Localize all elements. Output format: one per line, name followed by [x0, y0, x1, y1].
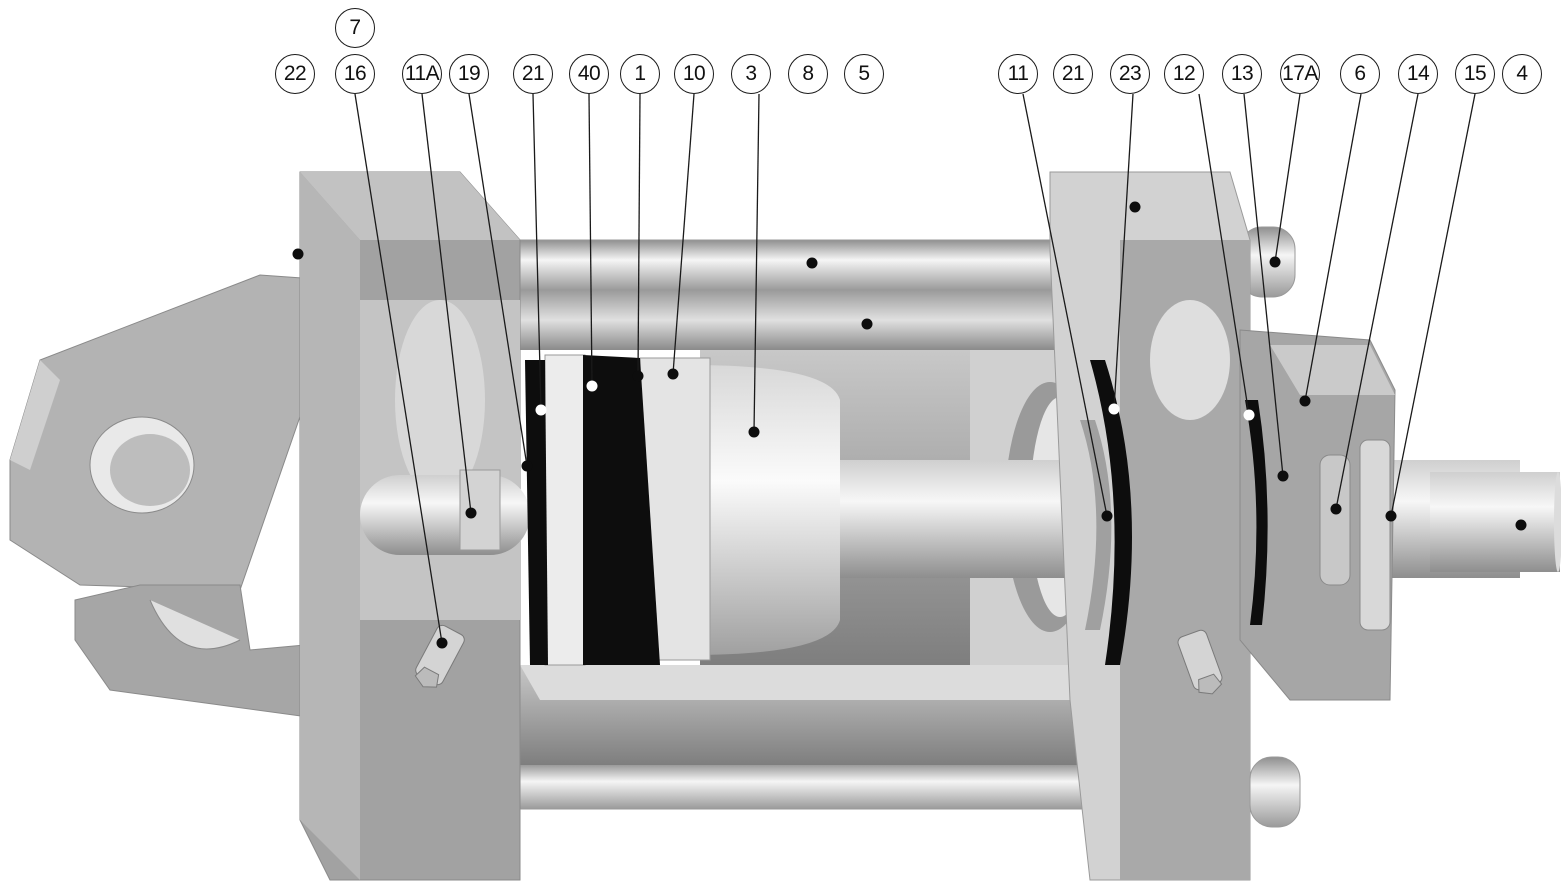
callout-11: 11: [998, 54, 1038, 94]
callout-14: 14: [1398, 54, 1438, 94]
tie-rod-upper: [469, 226, 1296, 298]
callout-17a: 17A: [1280, 54, 1320, 94]
piston: [525, 354, 840, 666]
callout-15: 15: [1455, 54, 1495, 94]
callout-3: 3: [731, 54, 771, 94]
marker-dots: [292, 201, 1527, 649]
gland: [1239, 329, 1396, 828]
callout-7: 7: [335, 8, 375, 48]
tie-rod-lower: [479, 762, 1101, 810]
callout-12: 12: [1164, 54, 1204, 94]
callout-16: 16: [335, 54, 375, 94]
callout-22: 22: [275, 54, 315, 94]
callout-40: 40: [569, 54, 609, 94]
front-head: [1049, 171, 1251, 881]
callout-21-left: 21: [513, 54, 553, 94]
callout-8: 8: [788, 54, 828, 94]
callout-21-right: 21: [1053, 54, 1093, 94]
callout-6: 6: [1340, 54, 1380, 94]
callout-10: 10: [674, 54, 714, 94]
callout-11a: 11A: [402, 54, 442, 94]
callout-23: 23: [1110, 54, 1150, 94]
callout-1: 1: [620, 54, 660, 94]
callout-4: 4: [1502, 54, 1542, 94]
callout-19: 19: [449, 54, 489, 94]
callout-13: 13: [1222, 54, 1262, 94]
callout-5: 5: [844, 54, 884, 94]
leader-lines: [354, 93, 1476, 644]
